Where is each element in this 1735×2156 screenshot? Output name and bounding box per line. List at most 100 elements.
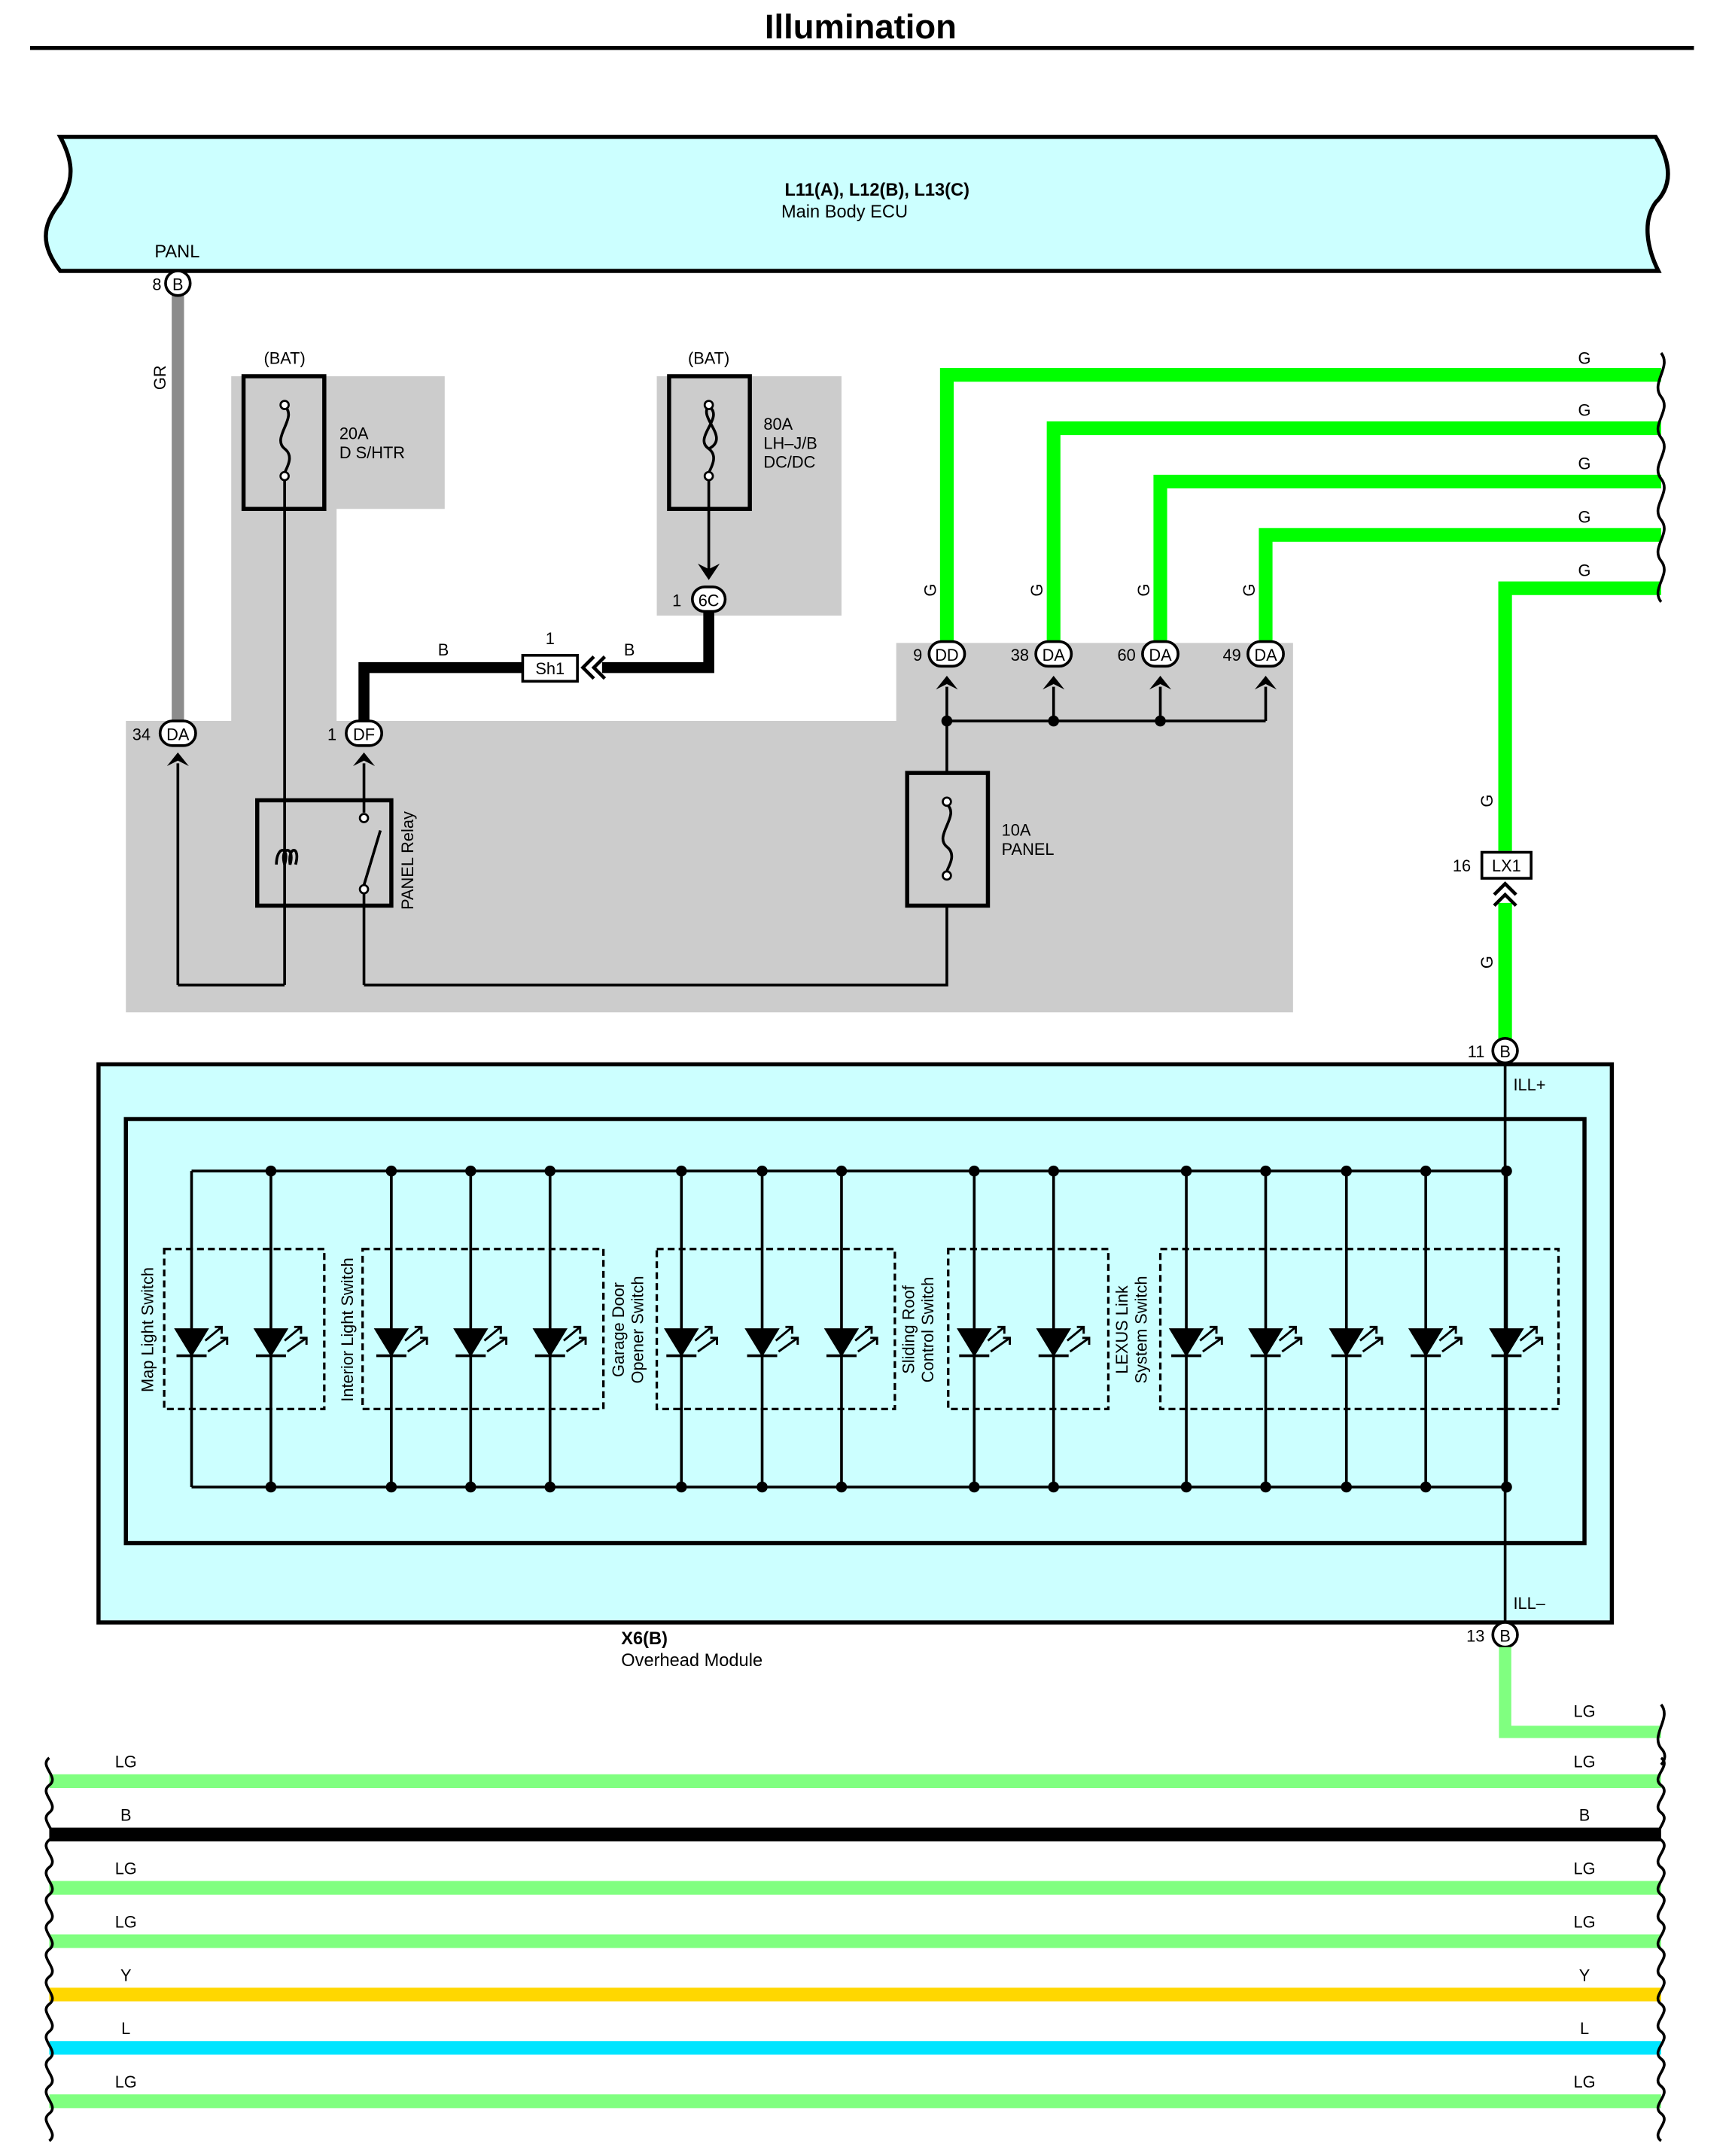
shade-relay-block — [126, 376, 1293, 1013]
conn-df1 — [345, 719, 383, 747]
junction — [265, 1481, 277, 1493]
junction — [265, 1165, 277, 1177]
fuse-panel-rating: 10A — [1002, 821, 1031, 840]
arrow-da34 — [166, 752, 189, 767]
led-light-arrows — [987, 1325, 1012, 1353]
page-title: Illumination — [765, 8, 957, 46]
module-pin-11-code: B — [1499, 1042, 1511, 1061]
led-light-arrows — [404, 1325, 428, 1353]
junction — [1341, 1481, 1353, 1493]
led-diode — [1408, 1328, 1444, 1358]
junction — [544, 1165, 556, 1177]
switch-group-box — [1158, 1248, 1560, 1411]
junction — [969, 1481, 980, 1493]
bottom-wire-label-right: B — [1579, 1806, 1590, 1825]
arrow-df1 — [352, 752, 376, 767]
junction — [544, 1481, 556, 1493]
conn-top-pin: 60 — [1118, 646, 1136, 664]
wire-g-1 — [939, 368, 1661, 642]
junction — [836, 1481, 848, 1493]
fuse-lh-rating: 80A — [763, 415, 793, 433]
overhead-module-outer — [96, 1062, 1615, 1625]
conn-top-pin: 38 — [1011, 646, 1029, 664]
wire-break-left — [44, 1756, 54, 2142]
ecu-desc: Main Body ECU — [781, 202, 908, 222]
led-light-arrows — [284, 1325, 308, 1353]
bottom-wire-label-left: B — [120, 1806, 132, 1825]
bottom-wire-label-left: LG — [115, 1753, 137, 1771]
ecu-pin-label: PANL — [154, 242, 199, 262]
arrow-dd9 — [936, 676, 958, 690]
junction — [1180, 1481, 1192, 1493]
ecu-name: L11(A), L12(B), L13(C) — [784, 181, 969, 200]
junction — [1420, 1165, 1432, 1177]
wire-g-label-4: G — [1578, 507, 1591, 526]
conn-top-code: DA — [1149, 646, 1172, 664]
bottom-wire-label-right: LG — [1574, 1753, 1596, 1771]
wire-g-vlabel-2: G — [1027, 584, 1046, 597]
led-light-arrows — [1199, 1325, 1223, 1353]
wire-gr-label: GR — [151, 365, 169, 390]
ecu-pin-b — [164, 269, 192, 297]
panel-relay-box — [255, 798, 394, 908]
conn-da34-code: DA — [166, 725, 190, 744]
conn-lx1-code: LX1 — [1492, 856, 1521, 875]
fuse-lh-source: (BAT) — [688, 349, 729, 368]
module-pin-13-code: B — [1499, 1626, 1511, 1645]
switch-label-2: Control Switch — [918, 1277, 937, 1383]
wire-g-label-3: G — [1578, 455, 1591, 473]
wire-lg-out — [1499, 1647, 1661, 1738]
led-diode — [1168, 1328, 1204, 1358]
junction — [1260, 1481, 1271, 1493]
conn-top-code: DA — [1254, 646, 1277, 664]
switch-label: Garage Door — [609, 1282, 628, 1377]
module-pin-11-no: 11 — [1468, 1042, 1485, 1061]
bottom-wire-label-right: LG — [1574, 2072, 1596, 2091]
wire-g-label-1: G — [1578, 349, 1591, 368]
conn-top-pin: 9 — [913, 646, 922, 664]
ecu-body — [44, 135, 1670, 273]
junction — [756, 1165, 768, 1177]
led-light-arrows — [1519, 1325, 1544, 1353]
led-light-arrows — [1438, 1325, 1463, 1353]
conn-sh1-code: Sh1 — [535, 659, 565, 678]
bottom-wire-label-left: Y — [120, 1966, 132, 1984]
conn-df1-code: DF — [353, 725, 375, 744]
led-light-arrows — [1278, 1325, 1303, 1353]
module-ill-plus: ILL+ — [1514, 1075, 1546, 1094]
conn-top-da-49 — [1246, 640, 1285, 668]
conn-6c-pin: 1 — [672, 591, 681, 610]
led-diode — [957, 1328, 992, 1358]
led-diode — [373, 1328, 409, 1358]
conn-lx1 — [1480, 850, 1533, 880]
wire-g-label-5: G — [1578, 561, 1591, 579]
wire-break-right — [1656, 1756, 1666, 2142]
conn-top-dd-9 — [927, 640, 966, 668]
wire-lg-out-label: LG — [1574, 1701, 1596, 1720]
bottom-wire-label-right: L — [1580, 2019, 1589, 2038]
conn-sh1 — [521, 653, 579, 683]
junction — [756, 1481, 768, 1493]
junction — [465, 1481, 476, 1493]
led-light-arrows — [1066, 1325, 1091, 1353]
junction — [676, 1165, 687, 1177]
led-diode — [453, 1328, 489, 1358]
led-light-arrows — [204, 1325, 229, 1353]
module-desc: Overhead Module — [621, 1651, 762, 1671]
arrow-da60 — [1149, 676, 1172, 690]
fuse-panel-name: PANEL — [1002, 840, 1055, 859]
bottom-wire-label-left: L — [121, 2019, 130, 2038]
fuse-lh-name1: LH–J/B — [763, 433, 817, 452]
led-diode — [1248, 1328, 1283, 1358]
conn-top-da-60 — [1141, 640, 1179, 668]
junction — [385, 1481, 397, 1493]
led-light-arrows — [775, 1325, 799, 1353]
bottom-wire-label-left: LG — [115, 1912, 137, 1931]
switch-label-2: System Switch — [1131, 1276, 1150, 1384]
arrow-da49 — [1254, 676, 1277, 690]
led-light-arrows — [483, 1325, 508, 1353]
wire-g-vlabel-3: G — [1134, 584, 1153, 597]
led-diode — [823, 1328, 860, 1358]
led-light-arrows — [694, 1325, 718, 1353]
